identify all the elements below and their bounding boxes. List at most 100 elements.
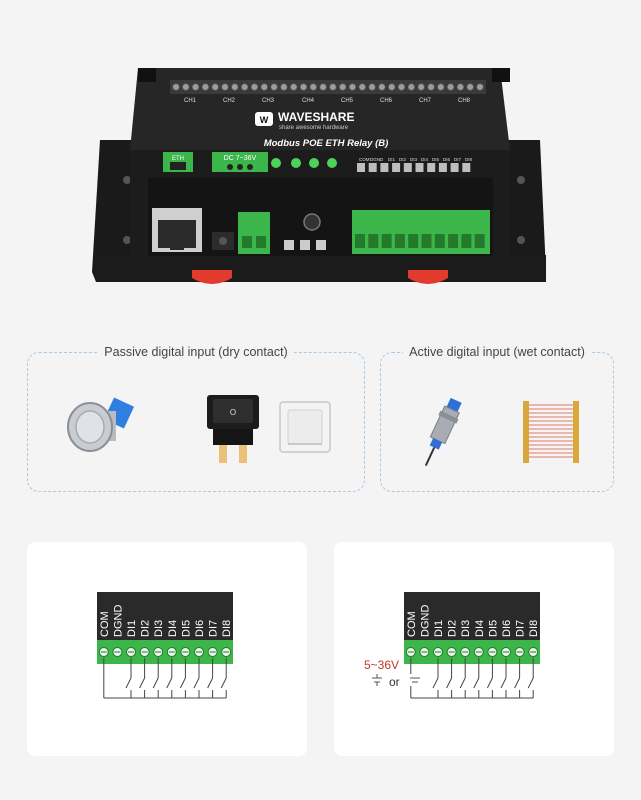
switch-contact [152, 677, 159, 689]
io-top-screw [438, 163, 447, 172]
channel-label: CH1 [184, 98, 197, 104]
relay-terminal-screw [437, 83, 445, 91]
relay-terminal-screw [397, 83, 405, 91]
relay-terminal-screw [368, 83, 376, 91]
switch-contact [220, 677, 227, 689]
io-terminal-slot [394, 234, 405, 248]
dc-source-icon [372, 674, 420, 686]
io-terminal-slot [448, 234, 459, 248]
relay-terminal-screw [339, 83, 347, 91]
capacitor [303, 213, 321, 231]
brand-slogan: share awesome hardware [279, 125, 349, 131]
io-terminal-block [352, 210, 490, 254]
pin-label: DI2 [140, 620, 152, 637]
relay-terminal-screw [466, 83, 474, 91]
relay-terminal-screw [456, 83, 464, 91]
red-clip-right [408, 270, 448, 284]
pin-label: DI6 [194, 620, 206, 637]
relay-terminal-screw [280, 83, 288, 91]
relay-terminal-screw [388, 83, 396, 91]
relay-terminal-screw [211, 83, 219, 91]
pin-label: DI8 [221, 620, 233, 637]
relay-terminal-screw [476, 83, 484, 91]
io-top-screw [380, 163, 389, 172]
pin-label: DI4 [167, 620, 179, 637]
status-led [271, 158, 281, 168]
relay-terminal-screw [447, 83, 455, 91]
proximity-sensor-icon [424, 397, 462, 467]
io-terminal-slot [461, 234, 472, 248]
active-input-title: Active digital input (wet contact) [403, 345, 591, 359]
io-top-screw [392, 163, 401, 172]
model-name: Modbus POE ETH Relay (B) [264, 138, 389, 149]
power-badge [212, 152, 268, 172]
io-top-screw [462, 163, 471, 172]
switch-contact [166, 677, 173, 689]
pin-label: DI7 [208, 620, 220, 637]
relay-terminal-screw [407, 83, 415, 91]
relay-terminal-screw [182, 83, 190, 91]
switch-contact [179, 677, 186, 689]
pin-label: DI5 [487, 620, 499, 637]
pin-label: DI2 [447, 620, 459, 637]
relay-device-image: CH1 CH2 CH3 CH4 CH5 CH6 CH7 CH8 W WAVESH… [92, 68, 546, 284]
power-terminal [238, 212, 270, 254]
switch-contact [193, 677, 200, 689]
wall-switch-icon [279, 401, 331, 453]
pin-label: DI6 [501, 620, 513, 637]
relay-terminal-screw [290, 83, 298, 91]
io-terminal-slot [355, 234, 365, 248]
io-top-screw [450, 163, 459, 172]
pin-label: DI3 [460, 620, 472, 637]
switch-contact [486, 677, 493, 689]
io-label: DI5 [432, 157, 440, 162]
switch-contact [459, 677, 466, 689]
relay-terminal-screw [241, 83, 249, 91]
pin-label: COM [406, 611, 418, 637]
brand-name: WAVESHARE [278, 110, 354, 124]
switch-contact [514, 677, 521, 689]
channel-label: CH8 [458, 98, 471, 104]
io-top-screw [357, 163, 365, 172]
io-label: DGND [370, 157, 384, 162]
io-label: DI6 [443, 157, 451, 162]
terminal-header [97, 592, 233, 640]
status-led [309, 158, 319, 168]
channel-label: CH2 [223, 98, 236, 104]
channel-labels: CH1 CH2 CH3 CH4 CH5 CH6 CH7 CH8 [184, 98, 471, 104]
relay-terminal-screw [221, 83, 229, 91]
switch-contact [125, 677, 132, 689]
status-led [327, 158, 337, 168]
switch-contact [432, 677, 439, 689]
pin-label: DI7 [515, 620, 527, 637]
relay-terminal-screw [348, 83, 356, 91]
pin-label: DI3 [153, 620, 165, 637]
pin-label: DGND [419, 605, 431, 637]
pin-label: DI5 [180, 620, 192, 637]
switch-contact [473, 677, 480, 689]
io-terminal-slot [381, 234, 392, 248]
light-curtain-icon [523, 401, 579, 463]
channel-label: CH3 [262, 98, 275, 104]
pin-label: DI4 [474, 620, 486, 637]
relay-terminal-screw [299, 83, 307, 91]
relay-terminal-screw [358, 83, 366, 91]
io-label: DI7 [454, 157, 462, 162]
io-terminal-slot [474, 234, 485, 248]
pin-label: DI8 [528, 620, 540, 637]
switch-contact [527, 677, 534, 689]
passive-input-panel: Passive digital input (dry contact) O [27, 345, 365, 492]
io-terminal-slot [434, 234, 445, 248]
pin-label: COM [99, 611, 111, 637]
voltage-label: 5~36V [364, 658, 399, 672]
relay-terminal-row [170, 80, 486, 94]
io-top-screw [403, 163, 412, 172]
io-label: DI8 [465, 157, 473, 162]
active-input-panel: Active digital input (wet contact) [380, 345, 614, 492]
relay-terminal-screw [329, 83, 337, 91]
rocker-switch-icon: O [207, 395, 259, 463]
terminal-header [404, 592, 540, 640]
